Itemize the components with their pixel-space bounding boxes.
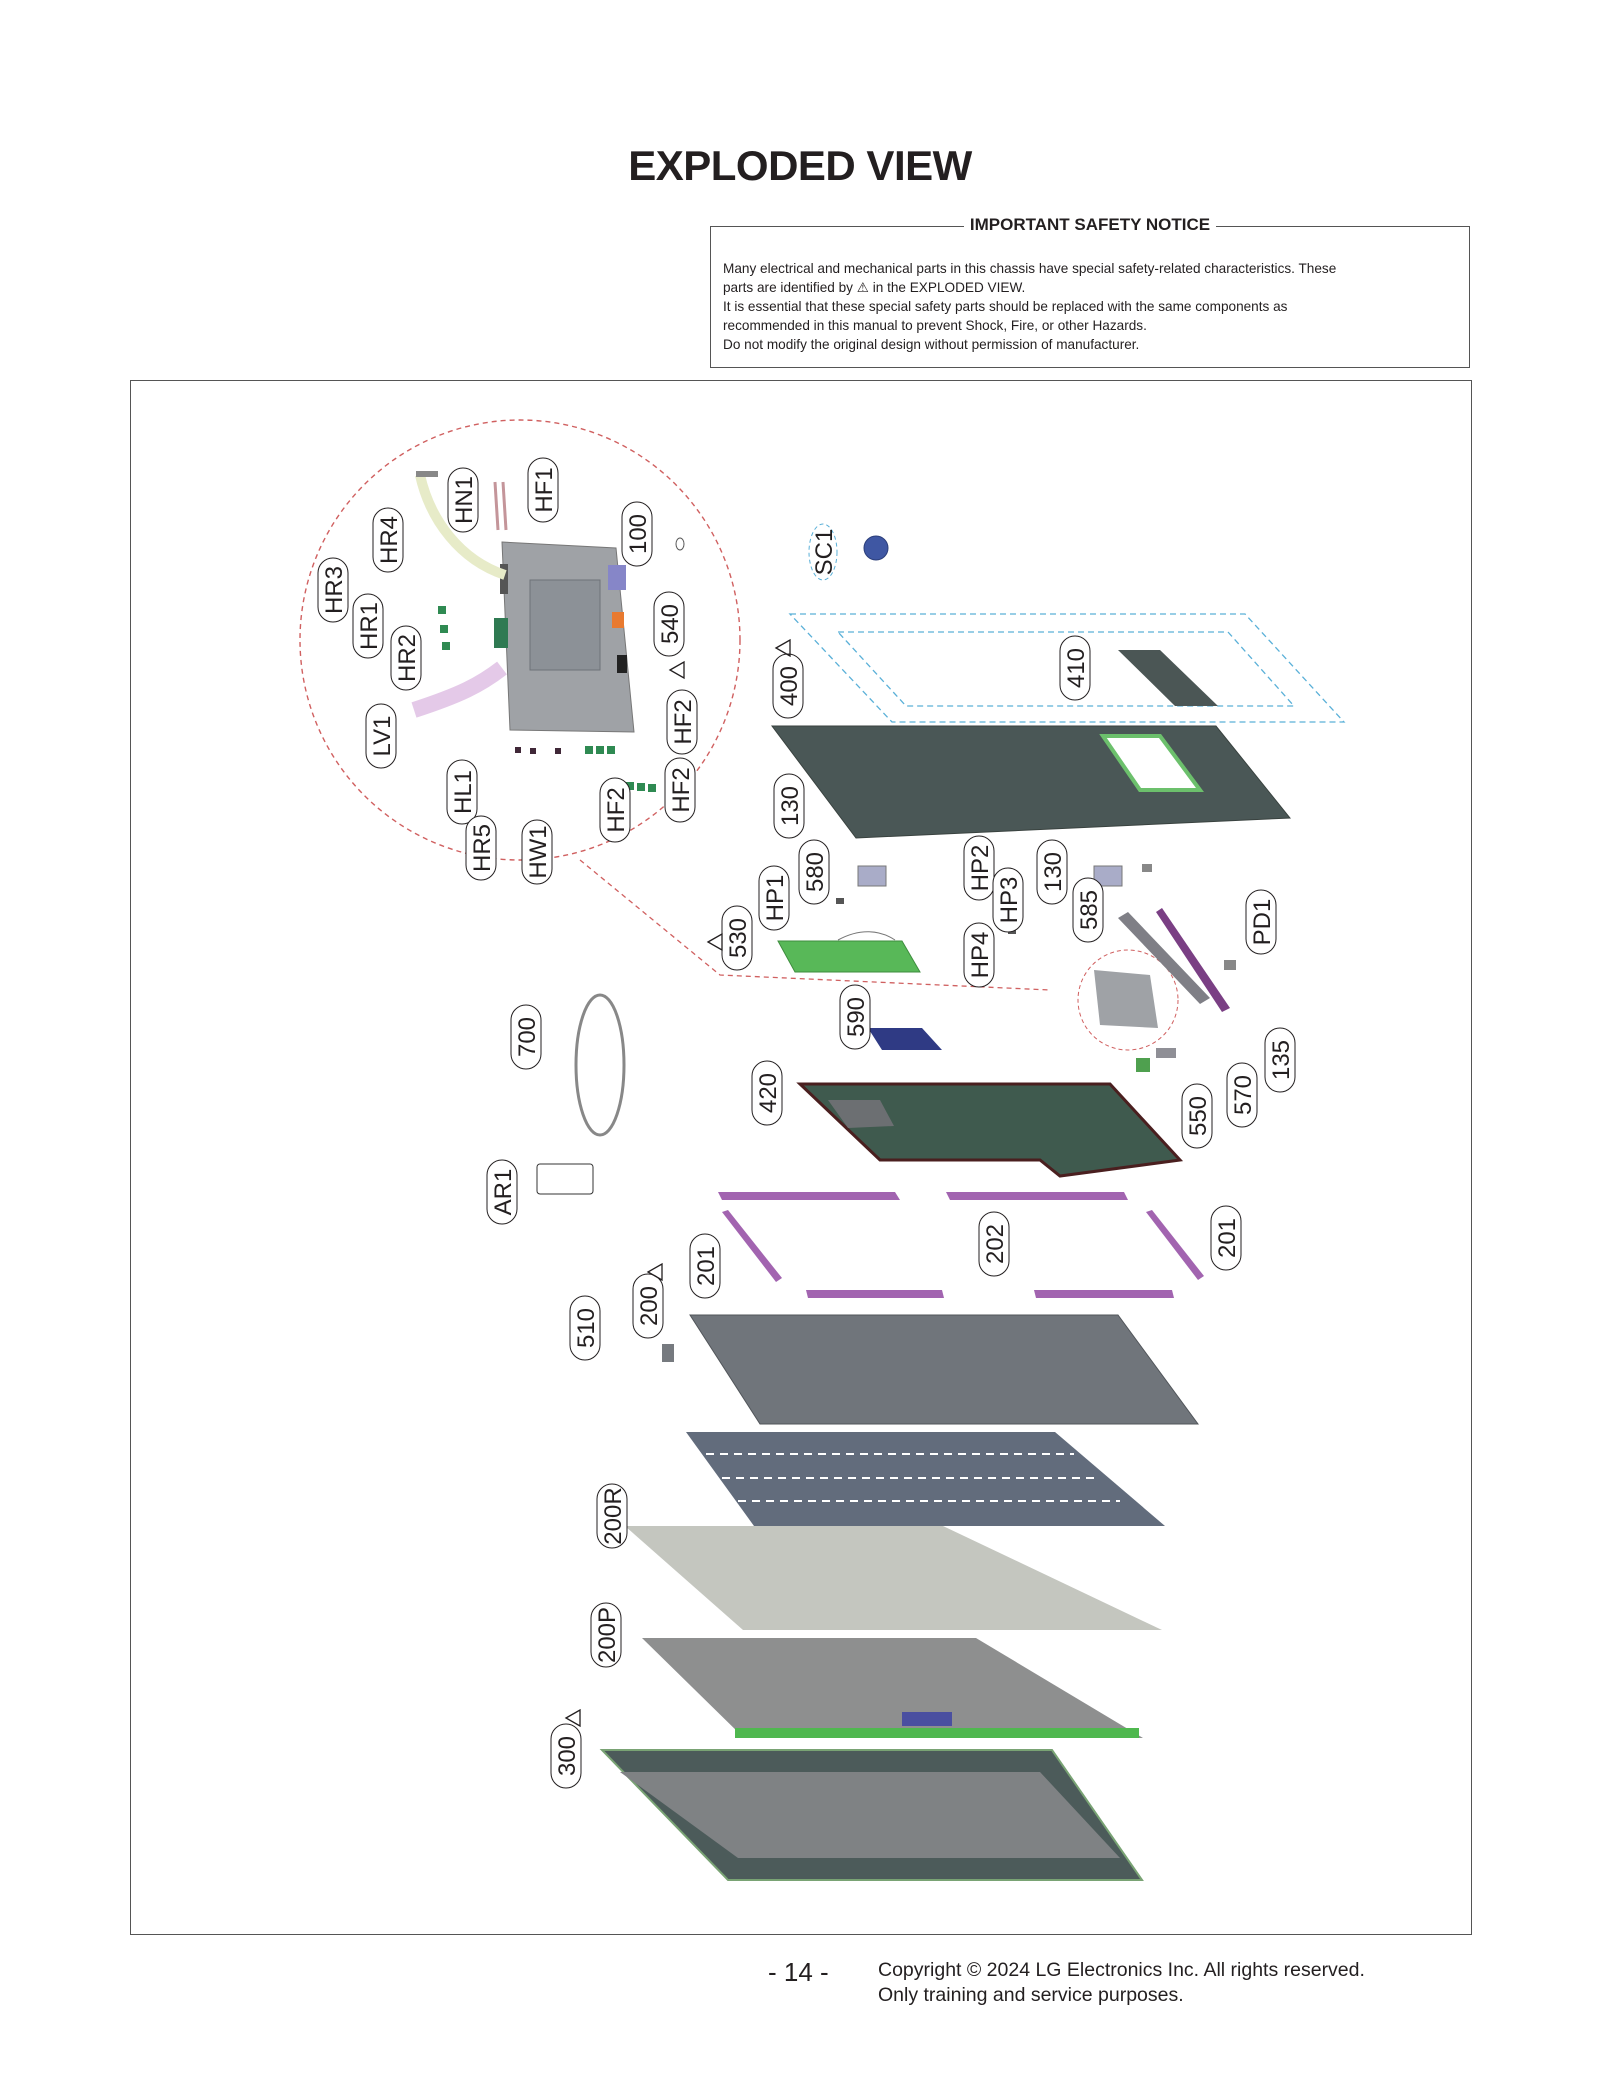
detail-circle [299, 419, 741, 861]
notice-text: parts are identified by [723, 280, 857, 295]
copyright-notice: Copyright © 2024 LG Electronics Inc. All… [878, 1958, 1365, 2008]
svg-text:540: 540 [657, 604, 684, 644]
svg-text:HF2: HF2 [670, 699, 697, 744]
svg-text:510: 510 [573, 1308, 600, 1348]
reflector-200R [625, 1526, 1162, 1630]
svg-text:HW1: HW1 [525, 825, 552, 878]
safety-notice-box: IMPORTANT SAFETY NOTICE Many electrical … [710, 215, 1470, 368]
notice-line-3: It is essential that these special safet… [723, 299, 1288, 314]
notice-line-1: Many electrical and mechanical parts in … [723, 261, 1337, 276]
svg-text:100: 100 [625, 514, 652, 554]
safety-notice-body: Many electrical and mechanical parts in … [723, 259, 1457, 354]
main-board-detail [494, 541, 635, 733]
bracket-590 [868, 1028, 942, 1050]
svg-text:580: 580 [802, 852, 829, 892]
svg-text:HP4: HP4 [967, 932, 994, 979]
notice-line-4: recommended in this manual to prevent Sh… [723, 318, 1147, 333]
back-plate-200 [689, 1314, 1199, 1425]
notice-text: in the EXPLODED VIEW. [868, 280, 1026, 295]
svg-text:400: 400 [776, 666, 803, 706]
svg-text:SC1: SC1 [811, 529, 838, 576]
svg-text:HR3: HR3 [321, 566, 348, 614]
notice-line-5: Do not modify the original design withou… [723, 337, 1140, 352]
svg-text:PD1: PD1 [1249, 899, 1276, 946]
screw-outline-inner [836, 631, 1296, 707]
callouts: HR4 HN1 HF1 100 HR3 HR1 HR2 540 LV1 HF2 … [317, 457, 1296, 1789]
page-title: EXPLODED VIEW [628, 142, 972, 189]
svg-text:700: 700 [514, 1017, 541, 1057]
svg-text:130: 130 [777, 786, 804, 826]
copyright-line-1: Copyright © 2024 LG Electronics Inc. All… [878, 1959, 1365, 1981]
warning-triangle-icons [564, 638, 791, 1728]
svg-text:HF2: HF2 [603, 787, 630, 832]
svg-text:201: 201 [693, 1246, 720, 1286]
power-board [777, 940, 921, 973]
detail-leader [579, 859, 1051, 991]
panel-200P [642, 1638, 1143, 1738]
svg-text:410: 410 [1063, 648, 1090, 688]
svg-text:200: 200 [636, 1286, 663, 1326]
svg-text:AR1: AR1 [490, 1169, 517, 1216]
svg-text:HP2: HP2 [967, 845, 994, 892]
svg-text:HR5: HR5 [469, 824, 496, 872]
svg-text:HP3: HP3 [996, 877, 1023, 924]
svg-text:200R: 200R [600, 1487, 627, 1544]
svg-text:200P: 200P [594, 1607, 621, 1663]
svg-text:LV1: LV1 [369, 716, 396, 757]
notice-line-2: parts are identified by ⚠ in the EXPLODE… [723, 278, 1457, 297]
svg-text:130: 130 [1040, 852, 1067, 892]
svg-text:530: 530 [725, 918, 752, 958]
svg-text:HR4: HR4 [376, 516, 403, 564]
svg-text:590: 590 [843, 997, 870, 1037]
svg-text:HR2: HR2 [394, 634, 421, 682]
warning-triangle-icon: ⚠ [856, 280, 869, 295]
svg-text:202: 202 [982, 1224, 1009, 1264]
copyright-line-2: Only training and service purposes. [878, 1984, 1184, 2006]
svg-text:HF1: HF1 [531, 467, 558, 512]
svg-text:420: 420 [755, 1073, 782, 1113]
power-cord [574, 993, 626, 1137]
svg-text:300: 300 [554, 1736, 581, 1776]
page-number: - 14 - [768, 1957, 829, 1987]
svg-text:HF2: HF2 [668, 767, 695, 812]
svg-text:HR1: HR1 [356, 602, 383, 650]
svg-text:135: 135 [1268, 1040, 1295, 1080]
svg-text:585: 585 [1076, 890, 1103, 930]
svg-text:201: 201 [1214, 1218, 1241, 1258]
safety-notice-heading: IMPORTANT SAFETY NOTICE [963, 215, 1217, 234]
exploded-view-drawing-frame [130, 380, 1472, 1935]
rear-cover [771, 725, 1292, 839]
svg-text:570: 570 [1230, 1075, 1257, 1115]
svg-text:HP1: HP1 [762, 875, 789, 922]
screw-outline-outer [788, 613, 1346, 723]
svg-text:HN1: HN1 [451, 476, 478, 524]
svg-text:HL1: HL1 [450, 770, 477, 814]
svg-text:550: 550 [1185, 1096, 1212, 1136]
chassis-420 [796, 1082, 1184, 1178]
